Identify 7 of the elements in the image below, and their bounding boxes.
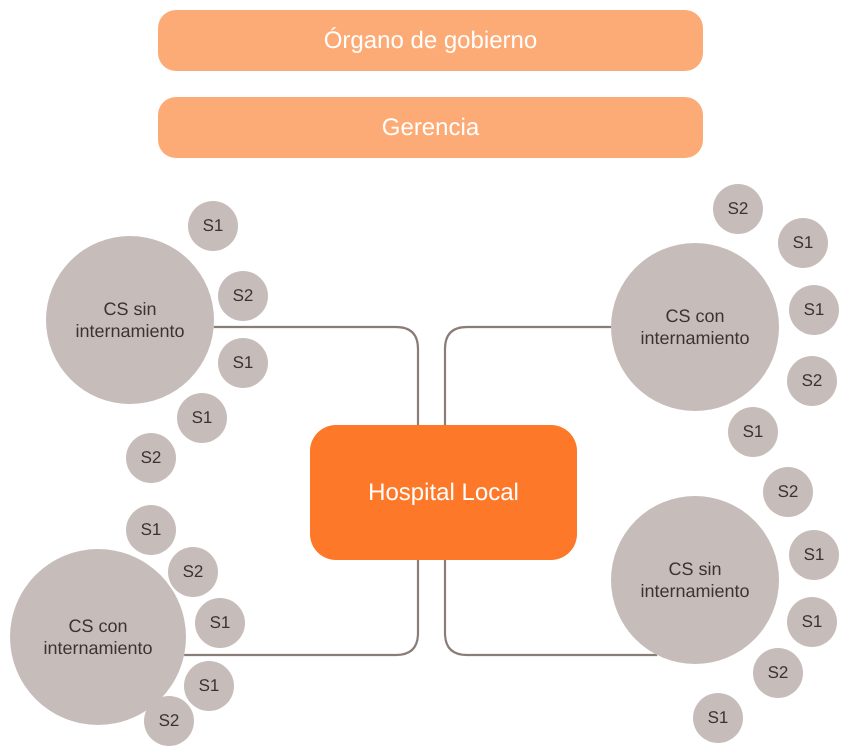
connector-line: [444, 560, 658, 656]
connector-line: [184, 560, 420, 656]
connector-line: [444, 326, 611, 425]
org-box: Gerencia: [158, 97, 703, 158]
hospital-box: Hospital Local: [310, 425, 577, 560]
connector-line: [214, 326, 420, 425]
org-box: Órgano de gobierno: [158, 10, 703, 71]
